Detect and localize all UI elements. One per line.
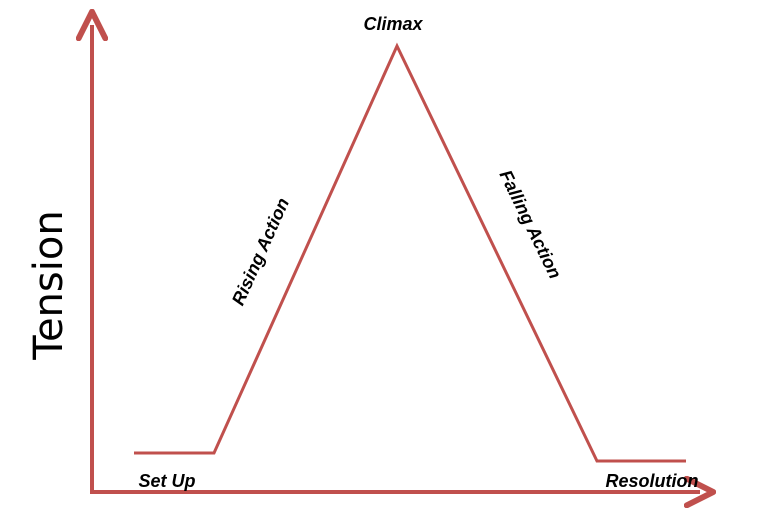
rising-action-label: Rising Action	[228, 195, 293, 309]
falling-action-label: Falling Action	[495, 167, 565, 282]
climax-label: Climax	[363, 14, 423, 34]
resolution-label: Resolution	[606, 471, 699, 491]
y-axis-label: Tension	[26, 210, 72, 360]
setup-label: Set Up	[138, 471, 195, 491]
plot-line	[134, 42, 686, 463]
